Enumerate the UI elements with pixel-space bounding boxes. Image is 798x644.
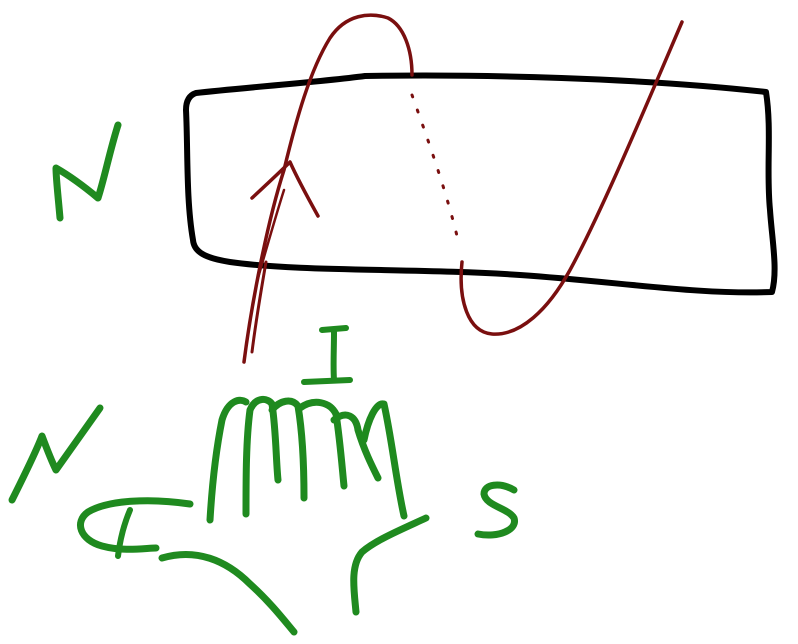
magnet-outline [183,72,778,296]
right-hand-icon [77,396,430,636]
wire-loop [242,13,684,364]
north-pole-label-top [52,121,122,222]
wire-front-strand-3 [256,188,286,280]
wire-hidden-segment [410,93,460,242]
north-pole-label-hand [8,404,104,504]
wire-front-segment [242,13,414,364]
south-pole-label-hand [474,481,518,539]
current-label-i [301,325,353,385]
arrowhead-icon [250,160,320,218]
wire-back-segment [459,20,684,336]
wire-front-strand-2 [250,260,268,354]
